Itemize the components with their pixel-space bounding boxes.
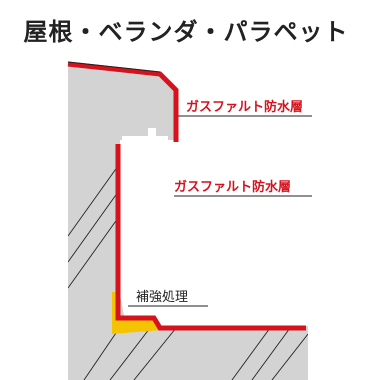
membrane-parapet-top <box>67 61 179 142</box>
parapet-recess <box>122 136 168 146</box>
label-top-membrane: ガスファルト防水層 <box>186 99 303 115</box>
concrete-hatching <box>68 165 308 380</box>
membrane-wall-floor <box>115 144 306 331</box>
label-reinforcement: 補強処理 <box>136 290 188 305</box>
parapet-outline <box>67 61 161 73</box>
parapet-notch <box>148 128 156 138</box>
reinforcement-layer <box>112 292 162 334</box>
page-title: 屋根・ベランダ・パラペット <box>23 18 349 46</box>
label-middle-membrane: ガスファルト防水層 <box>174 179 291 195</box>
